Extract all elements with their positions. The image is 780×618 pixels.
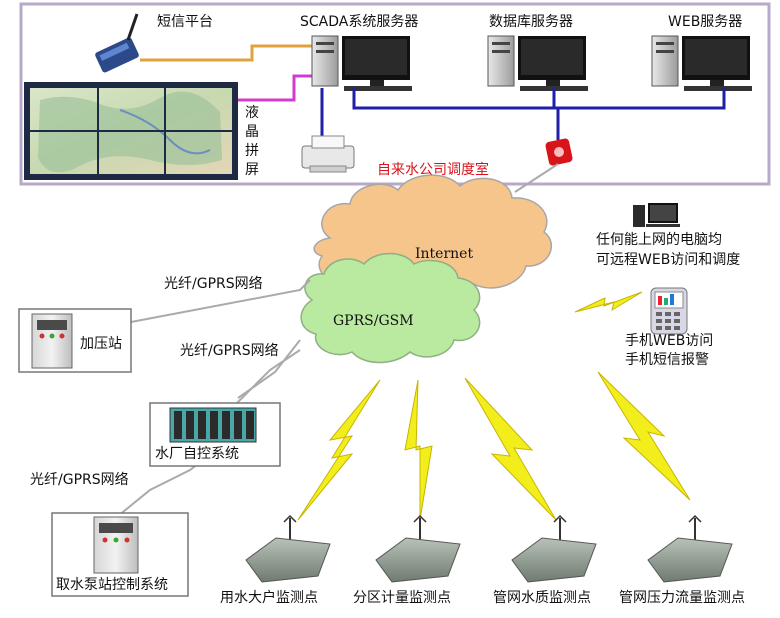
link-label-plant: 光纤/GPRS网络 bbox=[180, 343, 279, 359]
wireless-bolts bbox=[297, 291, 691, 521]
remote-pc-label-2: 可远程WEB访问和调度 bbox=[596, 252, 741, 268]
sms-platform-label: 短信平台 bbox=[157, 14, 213, 30]
phone-label-2: 手机短信报警 bbox=[625, 352, 709, 368]
bolt-3 bbox=[464, 377, 557, 521]
database-server-icon bbox=[487, 35, 588, 91]
uplink-line bbox=[514, 163, 559, 193]
bolt-4 bbox=[597, 371, 691, 501]
gprs-cloud-shape bbox=[300, 252, 481, 364]
monitoring-point-label: 管网压力流量监测点 bbox=[619, 590, 745, 606]
rtu-unit-1 bbox=[245, 514, 331, 583]
intake-pump-cabinet bbox=[51, 512, 189, 597]
lcd-wall-icon bbox=[24, 82, 238, 180]
link-label-booster: 光纤/GPRS网络 bbox=[164, 276, 263, 292]
sms-modem-icon bbox=[95, 13, 139, 73]
gprs-gsm-label: GPRS/GSM bbox=[333, 313, 414, 329]
link-label-intake: 光纤/GPRS网络 bbox=[30, 472, 129, 488]
web-server-label: WEB服务器 bbox=[668, 14, 743, 30]
remote-pc-label-1: 任何能上网的电脑均 bbox=[596, 232, 722, 248]
internet-label: Internet bbox=[415, 246, 474, 262]
water-plant-plc bbox=[149, 402, 281, 467]
firewall-icon bbox=[545, 138, 573, 166]
monitoring-point-label: 用水大户监测点 bbox=[220, 590, 318, 606]
rtu-unit-3 bbox=[511, 514, 597, 583]
booster-station-label: 加压站 bbox=[80, 336, 122, 352]
db-server-label: 数据库服务器 bbox=[489, 14, 573, 30]
sms-link-line bbox=[140, 44, 315, 62]
intake-pump-label: 取水泵站控制系统 bbox=[56, 577, 168, 593]
control-room-title: 自来水公司调度室 bbox=[377, 162, 489, 178]
monitoring-point-label: 管网水质监测点 bbox=[493, 590, 591, 606]
station-links bbox=[117, 279, 311, 517]
plant-control-label: 水厂自控系统 bbox=[155, 446, 239, 462]
rtu-unit-2 bbox=[375, 514, 461, 583]
web-server-icon bbox=[651, 35, 752, 91]
booster-station-cabinet bbox=[18, 308, 132, 373]
monitoring-point-label: 分区计量监测点 bbox=[353, 590, 451, 606]
rtu-unit-4 bbox=[647, 514, 733, 583]
mobile-phone-icon bbox=[650, 287, 688, 335]
lcd-wall-label: 液晶拼屏 bbox=[245, 105, 259, 178]
scada-server-icon bbox=[311, 35, 412, 91]
bolt-2 bbox=[404, 379, 433, 521]
phone-label-1: 手机WEB访问 bbox=[625, 333, 714, 349]
scada-server-label: SCADA系统服务器 bbox=[300, 14, 419, 30]
lcd-wall-link-line bbox=[238, 74, 315, 102]
bolt-1 bbox=[297, 379, 381, 521]
bolt-phone bbox=[574, 291, 643, 313]
remote-pc-icon bbox=[633, 203, 680, 227]
printer-icon bbox=[301, 135, 355, 173]
